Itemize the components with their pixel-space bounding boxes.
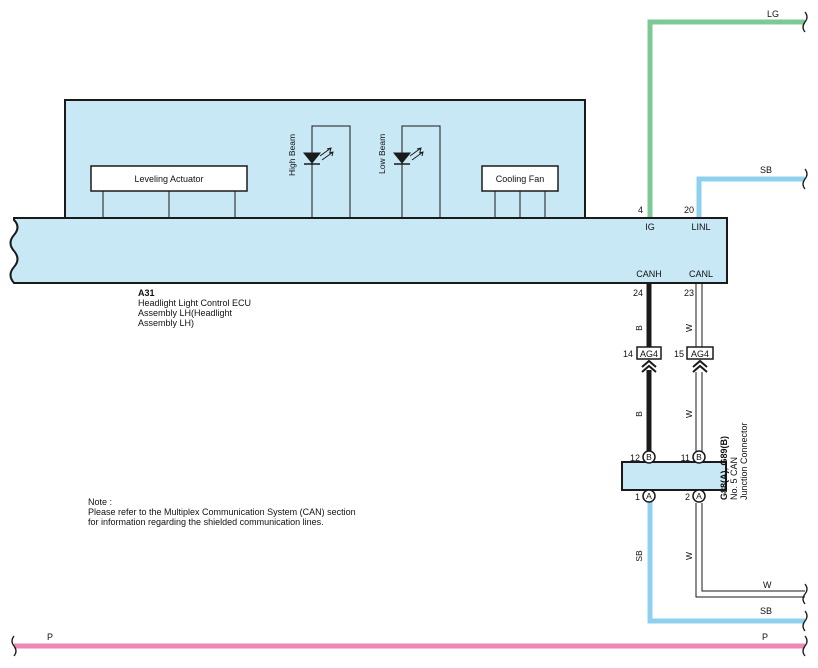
svg-text:AG4: AG4 bbox=[640, 349, 658, 359]
ecu-code: A31 bbox=[138, 288, 155, 298]
pin-ig-number: 4 bbox=[638, 205, 643, 215]
wire-w-upper bbox=[695, 283, 703, 348]
pin-linl-number: 20 bbox=[684, 205, 694, 215]
svg-text:B: B bbox=[696, 452, 702, 462]
connector-ag4-left-pin: 14 bbox=[623, 349, 633, 359]
note-line1: Please refer to the Multiplex Communicat… bbox=[88, 507, 356, 517]
wire-w-upper-label: W bbox=[684, 324, 694, 332]
pin-linl-label: LINL bbox=[691, 222, 710, 232]
wire-sb-lower bbox=[647, 500, 805, 624]
junction-name-line2: Junction Connector bbox=[739, 422, 749, 500]
connector-ag4-right-pin: 15 bbox=[674, 349, 684, 359]
wire-sb-lower-label: SB bbox=[634, 550, 644, 562]
svg-text:AG4: AG4 bbox=[691, 349, 709, 359]
pin-canh-label: CANH bbox=[636, 269, 662, 279]
svg-text:B: B bbox=[646, 452, 652, 462]
wire-w-bottom bbox=[695, 503, 805, 598]
junction-connector-box bbox=[621, 461, 727, 491]
ecu-upper-box bbox=[64, 99, 586, 221]
junction-name-line1: No. 5 CAN bbox=[729, 457, 739, 500]
junction-pin-a-left-number: 1 bbox=[635, 492, 640, 502]
break-mark bbox=[802, 610, 808, 632]
wire-w-lower2-label: W bbox=[684, 552, 694, 560]
note-line2: for information regarding the shielded c… bbox=[88, 517, 324, 527]
high-beam-led bbox=[302, 125, 351, 218]
pin-canl-number: 23 bbox=[684, 288, 694, 298]
junction-pin-a-right: A bbox=[692, 489, 706, 503]
pin-canh-number: 24 bbox=[633, 288, 643, 298]
leveling-actuator-label: Leveling Actuator bbox=[134, 174, 203, 184]
break-mark bbox=[802, 168, 808, 190]
ecu-lower-box bbox=[9, 217, 728, 284]
pin-canl-label: CANL bbox=[689, 269, 713, 279]
low-beam-led bbox=[392, 125, 441, 218]
note-title: Note : bbox=[88, 497, 112, 507]
break-mark bbox=[11, 635, 17, 657]
cooling-fan-label: Cooling Fan bbox=[496, 174, 545, 184]
wire-lg-label: LG bbox=[767, 9, 779, 19]
ecu-name-line2: Assembly LH(Headlight bbox=[138, 308, 233, 318]
svg-text:A: A bbox=[646, 491, 652, 501]
connector-ag4-left: AG4 bbox=[636, 346, 662, 373]
wire-sb-right-label: SB bbox=[760, 606, 772, 616]
wire-w-lower bbox=[695, 372, 703, 452]
junction-pin-b-right: B bbox=[692, 450, 706, 464]
junction-pin-a-left: A bbox=[642, 489, 656, 503]
high-beam-label: High Beam bbox=[287, 134, 297, 176]
ecu-name-line3: Assembly LH) bbox=[138, 318, 194, 328]
wire-b-upper-label: B bbox=[634, 325, 644, 331]
break-mark bbox=[802, 635, 808, 657]
wire-w-lower-label: W bbox=[684, 410, 694, 418]
junction-code: G88(A), G89(B) bbox=[719, 436, 729, 500]
leveling-actuator-box bbox=[90, 165, 248, 192]
wire-lg bbox=[647, 19, 805, 218]
connector-ag4-right: AG4 bbox=[686, 346, 714, 373]
wire-p-left-label: P bbox=[47, 632, 53, 642]
cooling-fan-box bbox=[481, 165, 559, 192]
wire-p-right-label: P bbox=[762, 632, 768, 642]
junction-pin-b-left: B bbox=[642, 450, 656, 464]
break-mark bbox=[802, 11, 808, 33]
break-mark bbox=[802, 583, 808, 605]
svg-text:A: A bbox=[696, 491, 702, 501]
junction-pin-a-right-number: 2 bbox=[685, 492, 690, 502]
ecu-name-line1: Headlight Light Control ECU bbox=[138, 298, 251, 308]
wire-w-right-label: W bbox=[763, 580, 772, 590]
junction-pin-b-left-number: 12 bbox=[630, 453, 640, 463]
junction-pin-b-right-number: 11 bbox=[681, 453, 690, 463]
pin-ig-label: IG bbox=[645, 222, 655, 232]
wire-sb-top bbox=[696, 176, 805, 218]
wire-b-lower-label: B bbox=[634, 411, 644, 417]
low-beam-label: Low Beam bbox=[377, 134, 387, 174]
wire-sb-top-label: SB bbox=[760, 165, 772, 175]
